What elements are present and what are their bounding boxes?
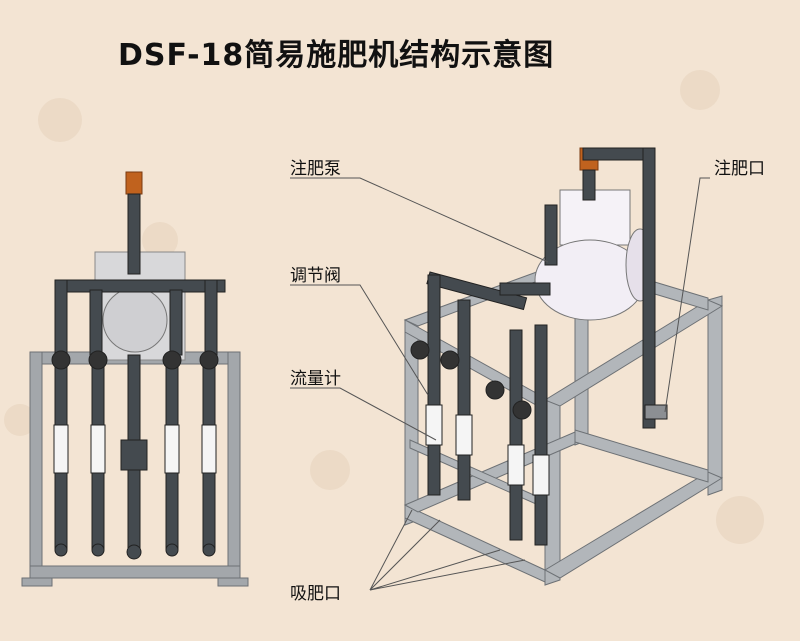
branch-4 — [199, 350, 219, 557]
label-valve: 调节阀 — [290, 266, 341, 286]
branch-1 — [51, 350, 71, 557]
front-pipes — [54, 193, 226, 556]
front-branches — [51, 350, 219, 560]
branch-3 — [162, 350, 182, 557]
leader-lines — [290, 177, 710, 591]
iso-pipes — [410, 147, 668, 546]
label-suction-port: 吸肥口 — [290, 584, 341, 604]
label-pump: 注肥泵 — [290, 159, 341, 179]
front-pump-body — [102, 287, 168, 353]
iso-view — [290, 147, 724, 591]
page-title: DSF-18简易施肥机结构示意图 — [118, 38, 555, 73]
background-pattern — [4, 70, 764, 544]
label-injection-port: 注肥口 — [714, 159, 765, 179]
front-cap — [125, 171, 143, 195]
front-view — [21, 171, 249, 587]
branch-2 — [88, 350, 108, 557]
label-flowmeter: 流量计 — [290, 369, 341, 389]
